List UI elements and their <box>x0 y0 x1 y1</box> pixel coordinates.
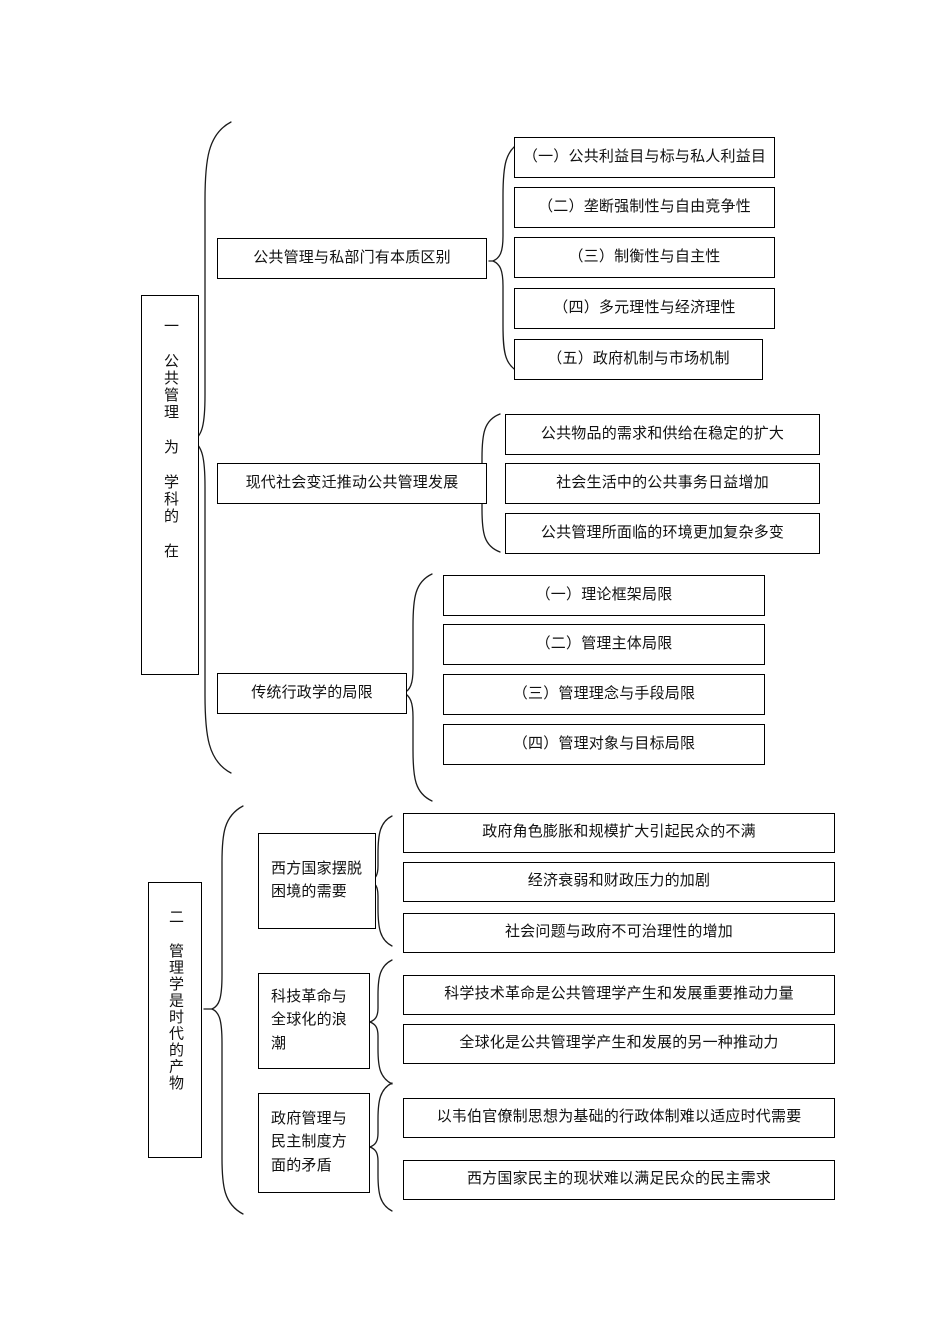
leaf-node-1-2-2[interactable]: 社会生活中的公共事务日益增加 <box>505 463 820 504</box>
leaf-node-1-1-4-label: （四）多元理性与经济理性 <box>553 299 736 316</box>
root-node-section-2-label: 二 管理学是时代的产物 <box>167 909 183 1092</box>
leaf-node-2-3-1-label: 以韦伯官僚制思想为基础的行政体制难以适应时代需要 <box>436 1109 802 1126</box>
leaf-node-1-1-1-label: （一）公共利益目与标与私人利益目 <box>522 148 767 165</box>
brace-root2 <box>210 805 244 1215</box>
leaf-node-2-2-2-label: 全球化是公共管理学产生和发展的另一种推动力 <box>459 1035 779 1052</box>
leaf-node-2-3-2-label: 西方国家民主的现状难以满足民众的民主需求 <box>466 1171 771 1188</box>
brace-s2-branch2 <box>368 959 393 1085</box>
leaf-node-2-1-3[interactable]: 社会问题与政府不可治理性的增加 <box>403 913 835 953</box>
leaf-node-1-1-3-label: （三）制衡性与自主性 <box>568 248 721 265</box>
branch-node-2-2-label: 科技革命与全球化的浪潮 <box>271 989 348 1052</box>
branch-node-2-1[interactable]: 西方国家摆脱困境的需要 <box>258 833 376 929</box>
leaf-node-1-2-3[interactable]: 公共管理所面临的环境更加复杂多变 <box>505 513 820 554</box>
branch-node-2-2[interactable]: 科技革命与全球化的浪潮 <box>258 973 370 1069</box>
leaf-node-1-3-4[interactable]: （四）管理对象与目标局限 <box>443 724 765 765</box>
leaf-node-1-3-2-label: （二）管理主体局限 <box>535 635 673 652</box>
leaf-node-1-3-2[interactable]: （二）管理主体局限 <box>443 624 765 665</box>
leaf-node-2-1-2[interactable]: 经济衰弱和财政压力的加剧 <box>403 862 835 902</box>
branch-node-1-1[interactable]: 公共管理与私部门有本质区别 <box>217 238 487 279</box>
leaf-node-1-3-1-label: （一）理论框架局限 <box>535 586 673 603</box>
leaf-node-1-2-1-label: 公共物品的需求和供给在稳定的扩大 <box>540 425 785 442</box>
leaf-node-1-1-4[interactable]: （四）多元理性与经济理性 <box>514 288 775 329</box>
root-node-section-2[interactable]: 二 管理学是时代的产物 <box>148 882 202 1158</box>
leaf-node-1-3-4-label: （四）管理对象与目标局限 <box>512 735 696 752</box>
leaf-node-1-1-3[interactable]: （三）制衡性与自主性 <box>514 237 775 278</box>
leaf-node-2-1-2-label: 经济衰弱和财政压力的加剧 <box>527 873 711 890</box>
branch-node-2-1-label: 西方国家摆脱困境的需要 <box>271 860 363 900</box>
leaf-node-1-2-3-label: 公共管理所面临的环境更加复杂多变 <box>540 524 785 541</box>
branch-node-1-2-label: 现代社会变迁推动公共管理发展 <box>245 474 459 491</box>
leaf-node-1-3-1[interactable]: （一）理论框架局限 <box>443 575 765 616</box>
leaf-node-1-1-2[interactable]: （二）垄断强制性与自由竞争性 <box>514 187 775 228</box>
brace-branch3-1 <box>402 573 433 802</box>
leaf-node-1-1-5-label: （五）政府机制与市场机制 <box>547 350 730 367</box>
brace-s2-branch3 <box>368 1082 393 1212</box>
branch-node-2-3-label: 政府管理与民主制度方面的矛盾 <box>271 1111 348 1174</box>
leaf-node-2-1-1[interactable]: 政府角色膨胀和规模扩大引起民众的不满 <box>403 813 835 853</box>
leaf-node-1-2-1[interactable]: 公共物品的需求和供给在稳定的扩大 <box>505 414 820 455</box>
leaf-node-2-3-1[interactable]: 以韦伯官僚制思想为基础的行政体制难以适应时代需要 <box>403 1098 835 1138</box>
branch-node-1-3[interactable]: 传统行政学的局限 <box>217 673 407 714</box>
leaf-node-1-2-2-label: 社会生活中的公共事务日益增加 <box>556 474 769 491</box>
leaf-node-1-1-1[interactable]: （一）公共利益目与标与私人利益目 <box>514 137 775 178</box>
leaf-node-2-3-2[interactable]: 西方国家民主的现状难以满足民众的民主需求 <box>403 1160 835 1200</box>
leaf-node-2-2-1[interactable]: 科学技术革命是公共管理学产生和发展重要推动力量 <box>403 975 835 1015</box>
leaf-node-1-3-3[interactable]: （三）管理理念与手段局限 <box>443 674 765 715</box>
root-node-section-1[interactable]: 一 公共管理 为 学科的 在 <box>141 295 199 675</box>
leaf-node-2-1-3-label: 社会问题与政府不可治理性的增加 <box>504 924 733 941</box>
branch-node-2-3[interactable]: 政府管理与民主制度方面的矛盾 <box>258 1093 370 1193</box>
branch-node-1-2[interactable]: 现代社会变迁推动公共管理发展 <box>217 463 487 504</box>
branch-node-1-3-label: 传统行政学的局限 <box>251 684 373 701</box>
branch-node-1-1-label: 公共管理与私部门有本质区别 <box>253 249 451 266</box>
leaf-node-1-1-5[interactable]: （五）政府机制与市场机制 <box>514 339 763 380</box>
root-node-section-1-label: 一 公共管理 为 学科的 在 <box>162 318 178 560</box>
leaf-node-1-1-2-label: （二）垄断强制性与自由竞争性 <box>538 198 751 215</box>
leaf-node-2-2-2[interactable]: 全球化是公共管理学产生和发展的另一种推动力 <box>403 1024 835 1064</box>
leaf-node-2-2-1-label: 科学技术革命是公共管理学产生和发展重要推动力量 <box>444 986 794 1003</box>
leaf-node-1-3-3-label: （三）管理理念与手段局限 <box>512 685 696 702</box>
leaf-node-2-1-1-label: 政府角色膨胀和规模扩大引起民众的不满 <box>482 824 756 841</box>
